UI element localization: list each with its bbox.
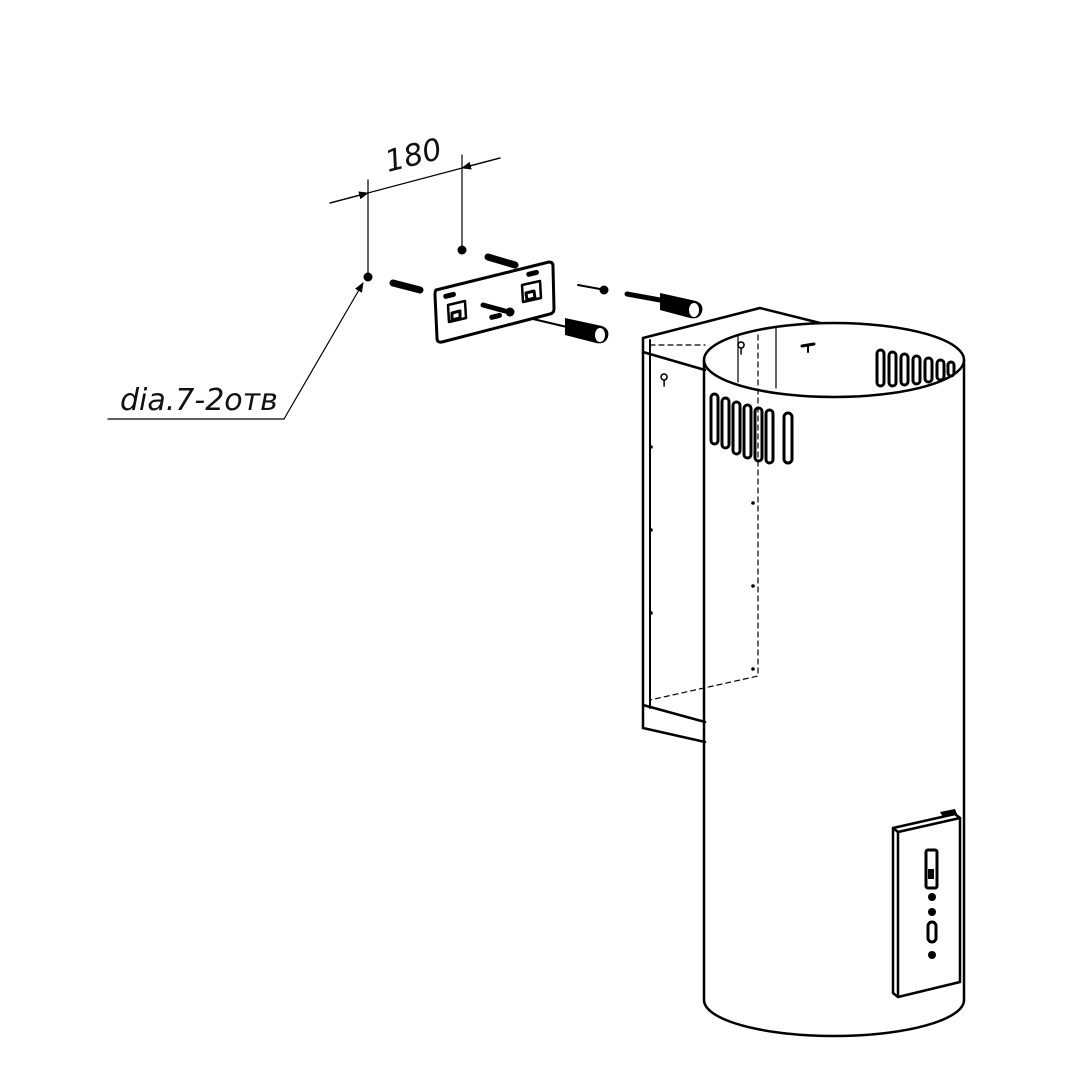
- screw-upper: [577, 284, 609, 295]
- dimension-180: 180: [329, 132, 501, 276]
- screw-lower: [480, 302, 568, 328]
- dimension-arrow-right: [461, 157, 501, 170]
- bracket-slot: [526, 269, 539, 277]
- dimension-value: 180: [381, 132, 445, 180]
- dowel-plug-right: [484, 253, 519, 269]
- wall-anchor-upper: [624, 291, 703, 319]
- rear-vent-slots: [875, 348, 956, 388]
- control-button: [926, 920, 938, 944]
- control-button: [928, 951, 936, 959]
- callout-label: dia.7-2отв: [120, 383, 278, 418]
- drill-hole-right: [457, 245, 467, 255]
- hood-body: [641, 306, 966, 1038]
- bracket-window-left: [446, 299, 468, 324]
- hole-callout: dia.7-2отв: [107, 282, 364, 420]
- control-button: [928, 893, 936, 901]
- control-button: [928, 908, 936, 916]
- display-window: [924, 848, 939, 890]
- cylinder-bottom-rim: [702, 998, 966, 1038]
- mounting-bracket: [433, 260, 556, 344]
- drill-hole-left: [363, 272, 373, 282]
- wall-anchor-lower: [565, 318, 609, 344]
- bracket-slot: [489, 312, 502, 320]
- callout-leader: [283, 282, 364, 420]
- front-vent-slots: [709, 392, 794, 465]
- dimension-arrow-left: [329, 191, 369, 204]
- bracket-slot: [443, 291, 456, 299]
- bracket-window-right: [520, 279, 543, 304]
- bracket-plate: [433, 260, 556, 344]
- control-panel: [891, 809, 962, 999]
- hood-back-frame: [641, 306, 822, 744]
- dowel-plug-left: [389, 279, 424, 294]
